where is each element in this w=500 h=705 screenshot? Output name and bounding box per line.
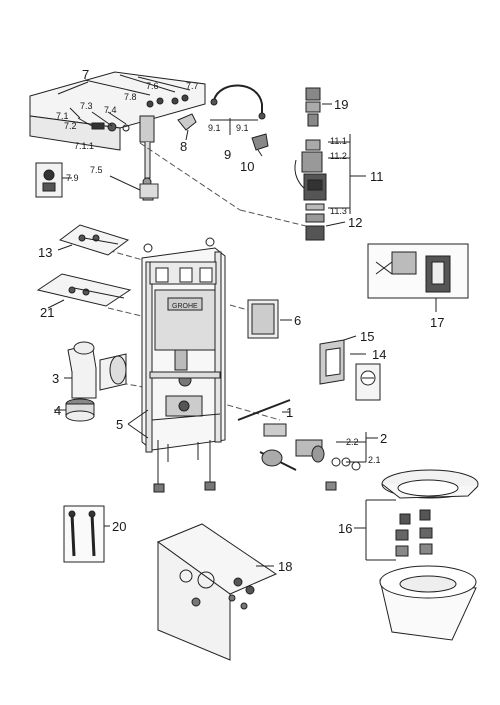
callout-12: 12 [348,215,363,230]
part-14-flush-plate [350,353,381,401]
part-13-bolts [57,224,130,256]
callout-1: 1 [286,405,294,420]
callout-9-1-right: 9.1 [236,123,249,133]
part-9-flex-hose [210,84,266,135]
part-5-leader [127,409,149,439]
callout-7: 7 [82,67,90,82]
part-8-bracket [177,113,197,141]
callout-7-9: 7.9 [66,173,79,183]
frame-brand-text: GROHE [172,303,198,310]
part-7-9-pack [35,162,72,198]
part-20-wall-brackets [63,505,110,563]
mounting-frame: GROHE [141,237,226,493]
callout-11-1: 11.1 [330,136,347,146]
part-21-bolts [36,273,132,309]
callout-9-1-left: 9.1 [208,123,221,133]
part-15-mount-frame [319,335,357,385]
part-4-connector [54,398,95,422]
part-3-drain-bend [64,341,127,399]
callout-7-3: 7.3 [80,101,93,111]
callout-7-1: 7.1 [56,111,69,121]
callout-14: 14 [372,347,387,362]
part-17-bracket-set [367,243,469,312]
part-1-flush-pipe [237,399,297,471]
part-2-connection-set [295,432,378,491]
callout-7-6: 7.6 [146,81,159,91]
callout-13: 13 [38,245,53,260]
part-18-fixing-set [156,523,278,661]
callout-15: 15 [360,329,375,344]
part-6-insulation-pad [247,299,292,339]
part-16-wc-seat-and-bowl [354,469,479,641]
callout-11: 11 [370,169,384,184]
part-11-flush-valve [294,134,366,223]
callout-19: 19 [334,97,349,112]
callout-3: 3 [52,371,60,386]
callout-8: 8 [180,139,188,154]
callout-18: 18 [278,559,293,574]
part-7-fill-valve-group [29,71,206,201]
callout-11-2: 11.2 [330,151,347,161]
callout-7-7: 7.7 [186,81,199,91]
callout-10: 10 [240,159,255,174]
callout-9: 9 [224,147,232,162]
callout-6: 6 [294,313,302,328]
part-10-valve [251,133,269,157]
callout-4: 4 [54,403,62,418]
part-19-cartridge [305,87,332,127]
callout-2: 2 [380,431,388,446]
callout-21: 21 [40,305,55,320]
callout-11-3: 11.3 [330,206,347,216]
callout-7-4: 7.4 [104,105,117,115]
callout-20: 20 [112,519,127,534]
callout-2-1: 2.1 [368,455,381,465]
callout-16: 16 [338,521,353,536]
callout-2-2: 2.2 [346,437,359,447]
callout-17: 17 [430,315,445,330]
callout-7-8: 7.8 [124,92,137,102]
part-12-adapter [305,221,346,241]
callout-7-2: 7.2 [64,121,77,131]
callout-5: 5 [116,417,124,432]
callout-7-1-1: 7.1.1 [74,141,95,151]
callout-7-5: 7.5 [90,165,103,175]
